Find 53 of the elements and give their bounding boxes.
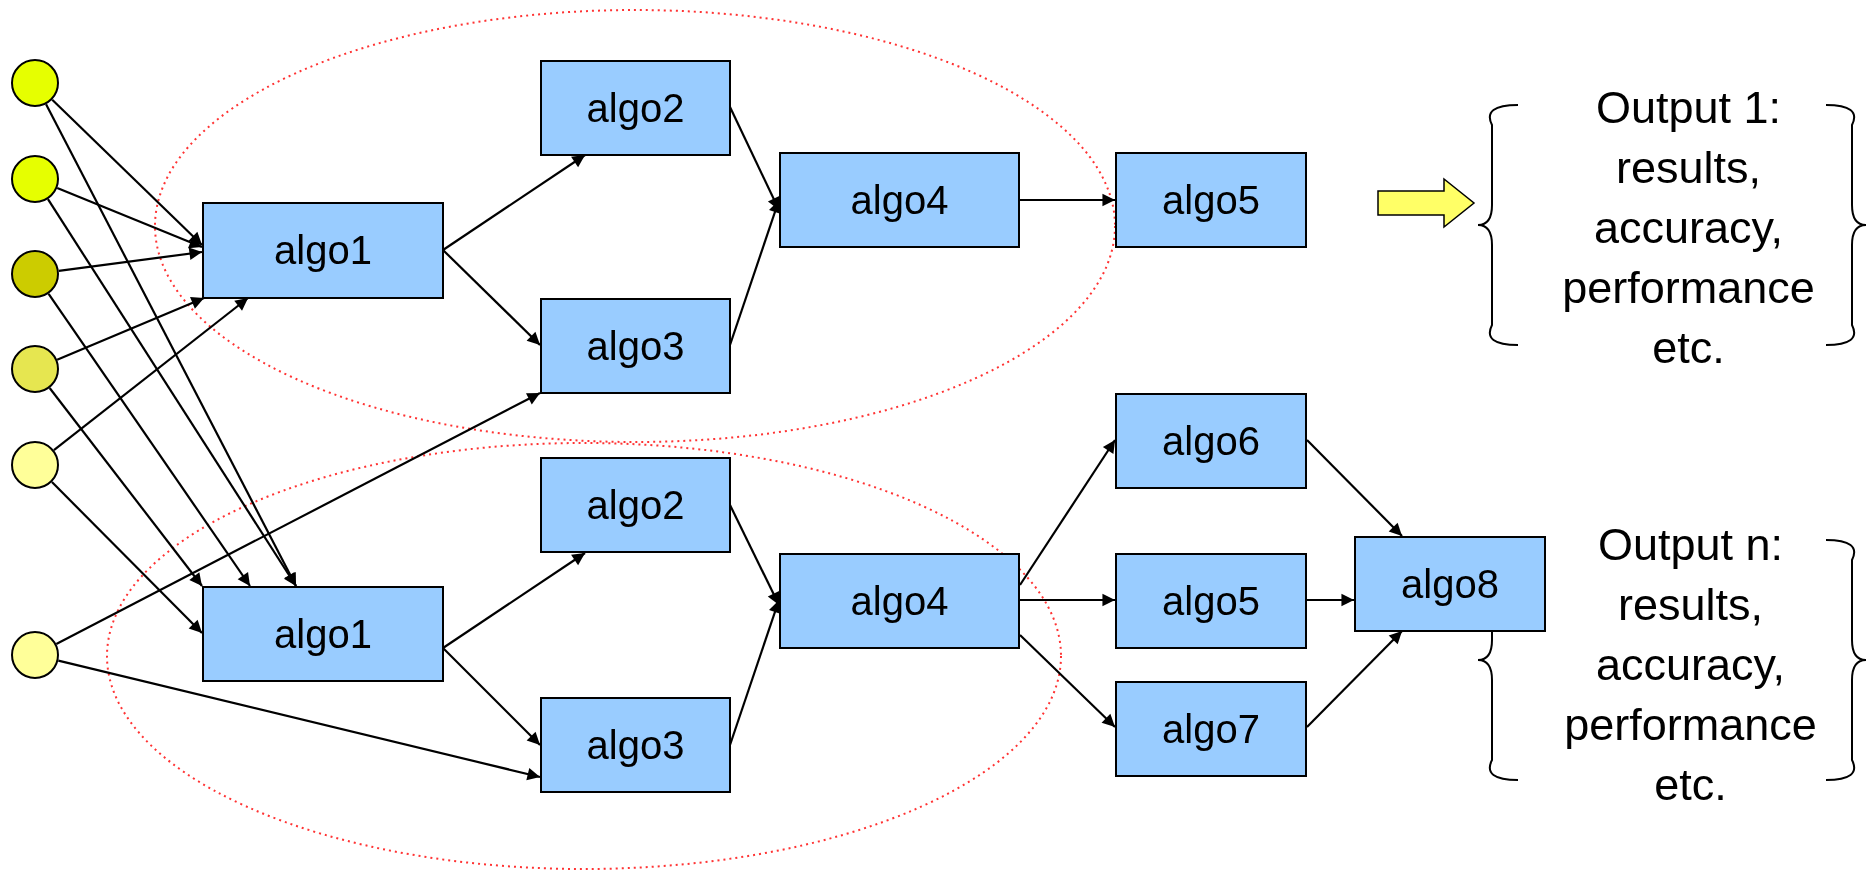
box-label: algo3: [586, 722, 685, 768]
box-label: algo8: [1401, 561, 1499, 607]
arrow: [47, 293, 251, 587]
block-arrow: [1377, 177, 1476, 229]
arrow: [51, 98, 203, 246]
arrow: [1019, 439, 1116, 586]
arrow: [1020, 593, 1116, 607]
box-label: algo3: [586, 323, 685, 369]
process-box: [540, 298, 731, 394]
output-text: Output n: results, accuracy, performance etc.: [1563, 518, 1818, 812]
box-label: algo2: [586, 482, 685, 528]
arrow: [55, 392, 541, 645]
process-box: [540, 457, 731, 553]
box-label: algo1: [274, 611, 372, 657]
arrow: [48, 387, 203, 587]
input-circle: [11, 345, 59, 393]
input-circle: [11, 155, 59, 203]
process-box: [1354, 536, 1546, 632]
arrow: [1019, 634, 1116, 728]
process-box: [1115, 152, 1307, 248]
process-box: [1115, 393, 1307, 489]
arrow: [1020, 193, 1116, 207]
process-box: [540, 60, 731, 156]
arrow: [1307, 593, 1355, 607]
box-label: algo5: [1162, 578, 1260, 624]
process-box: [779, 553, 1020, 649]
process-box: [779, 152, 1020, 248]
output-text: Output 1: results, accuracy, performance etc.: [1561, 81, 1816, 375]
input-circle: [11, 631, 59, 679]
input-circle: [11, 250, 59, 298]
arrow: [58, 247, 203, 272]
process-box: [1115, 681, 1307, 777]
box-label: algo4: [850, 177, 949, 223]
process-box: [202, 586, 444, 682]
arrow: [1306, 630, 1403, 728]
input-circle: [11, 441, 59, 489]
box-label: algo2: [586, 85, 685, 131]
process-box: [1115, 553, 1307, 649]
process-box: [540, 697, 731, 793]
arrow: [56, 297, 205, 361]
arrow: [58, 659, 541, 781]
box-label: algo7: [1162, 706, 1260, 752]
input-circle: [11, 59, 59, 107]
process-box: [202, 202, 444, 299]
arrow: [56, 187, 203, 249]
box-label: algo5: [1162, 177, 1260, 223]
arrow: [1306, 439, 1403, 537]
arrow: [51, 481, 203, 634]
box-label: algo4: [850, 578, 949, 624]
box-label: algo6: [1162, 418, 1260, 464]
box-label: algo1: [274, 228, 372, 273]
arrow: [53, 297, 249, 452]
arrow: [47, 198, 297, 587]
